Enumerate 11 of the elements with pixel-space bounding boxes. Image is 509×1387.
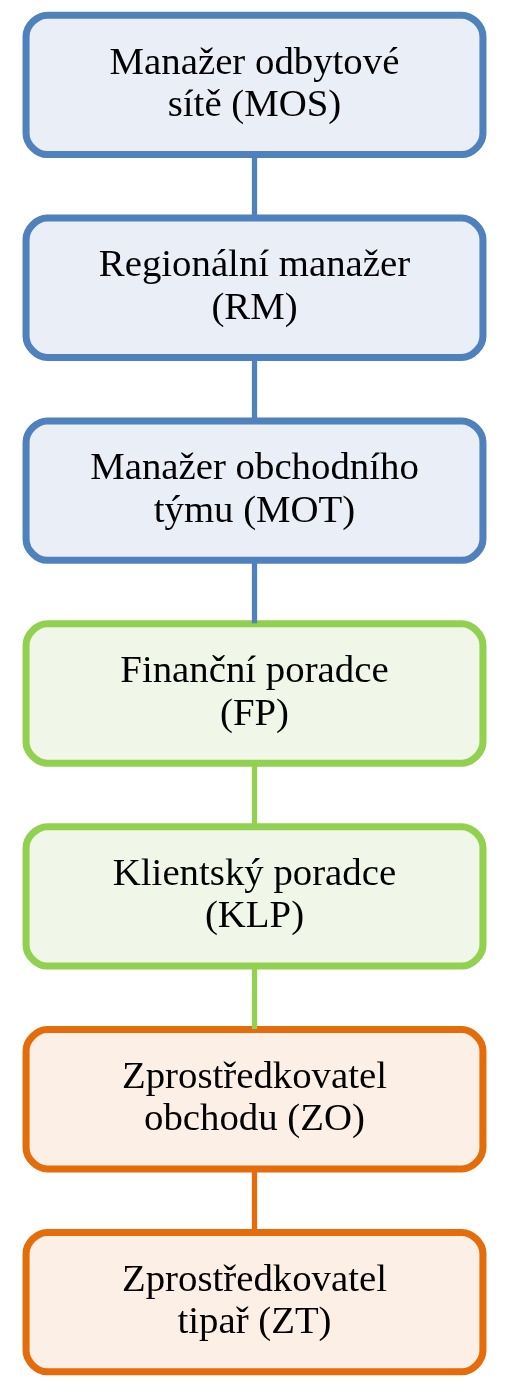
node-box: Finanční poradce (FP) — [22, 620, 487, 767]
node-box: Manažer obchodního týmu (MOT) — [22, 417, 487, 564]
node-box: Klientský poradce (KLP) — [22, 823, 487, 970]
node-box: Regionální manažer (RM) — [22, 214, 487, 361]
connector — [251, 560, 258, 624]
node-box: Manažer odbytové sítě (MOS) — [22, 11, 487, 159]
connector — [251, 1169, 258, 1232]
node-box: Zprostředkovatel tipař (ZT) — [22, 1228, 487, 1376]
connector — [251, 763, 258, 827]
node-box: Zprostředkovatel obchodu (ZO) — [22, 1026, 487, 1173]
connector — [251, 966, 258, 1030]
